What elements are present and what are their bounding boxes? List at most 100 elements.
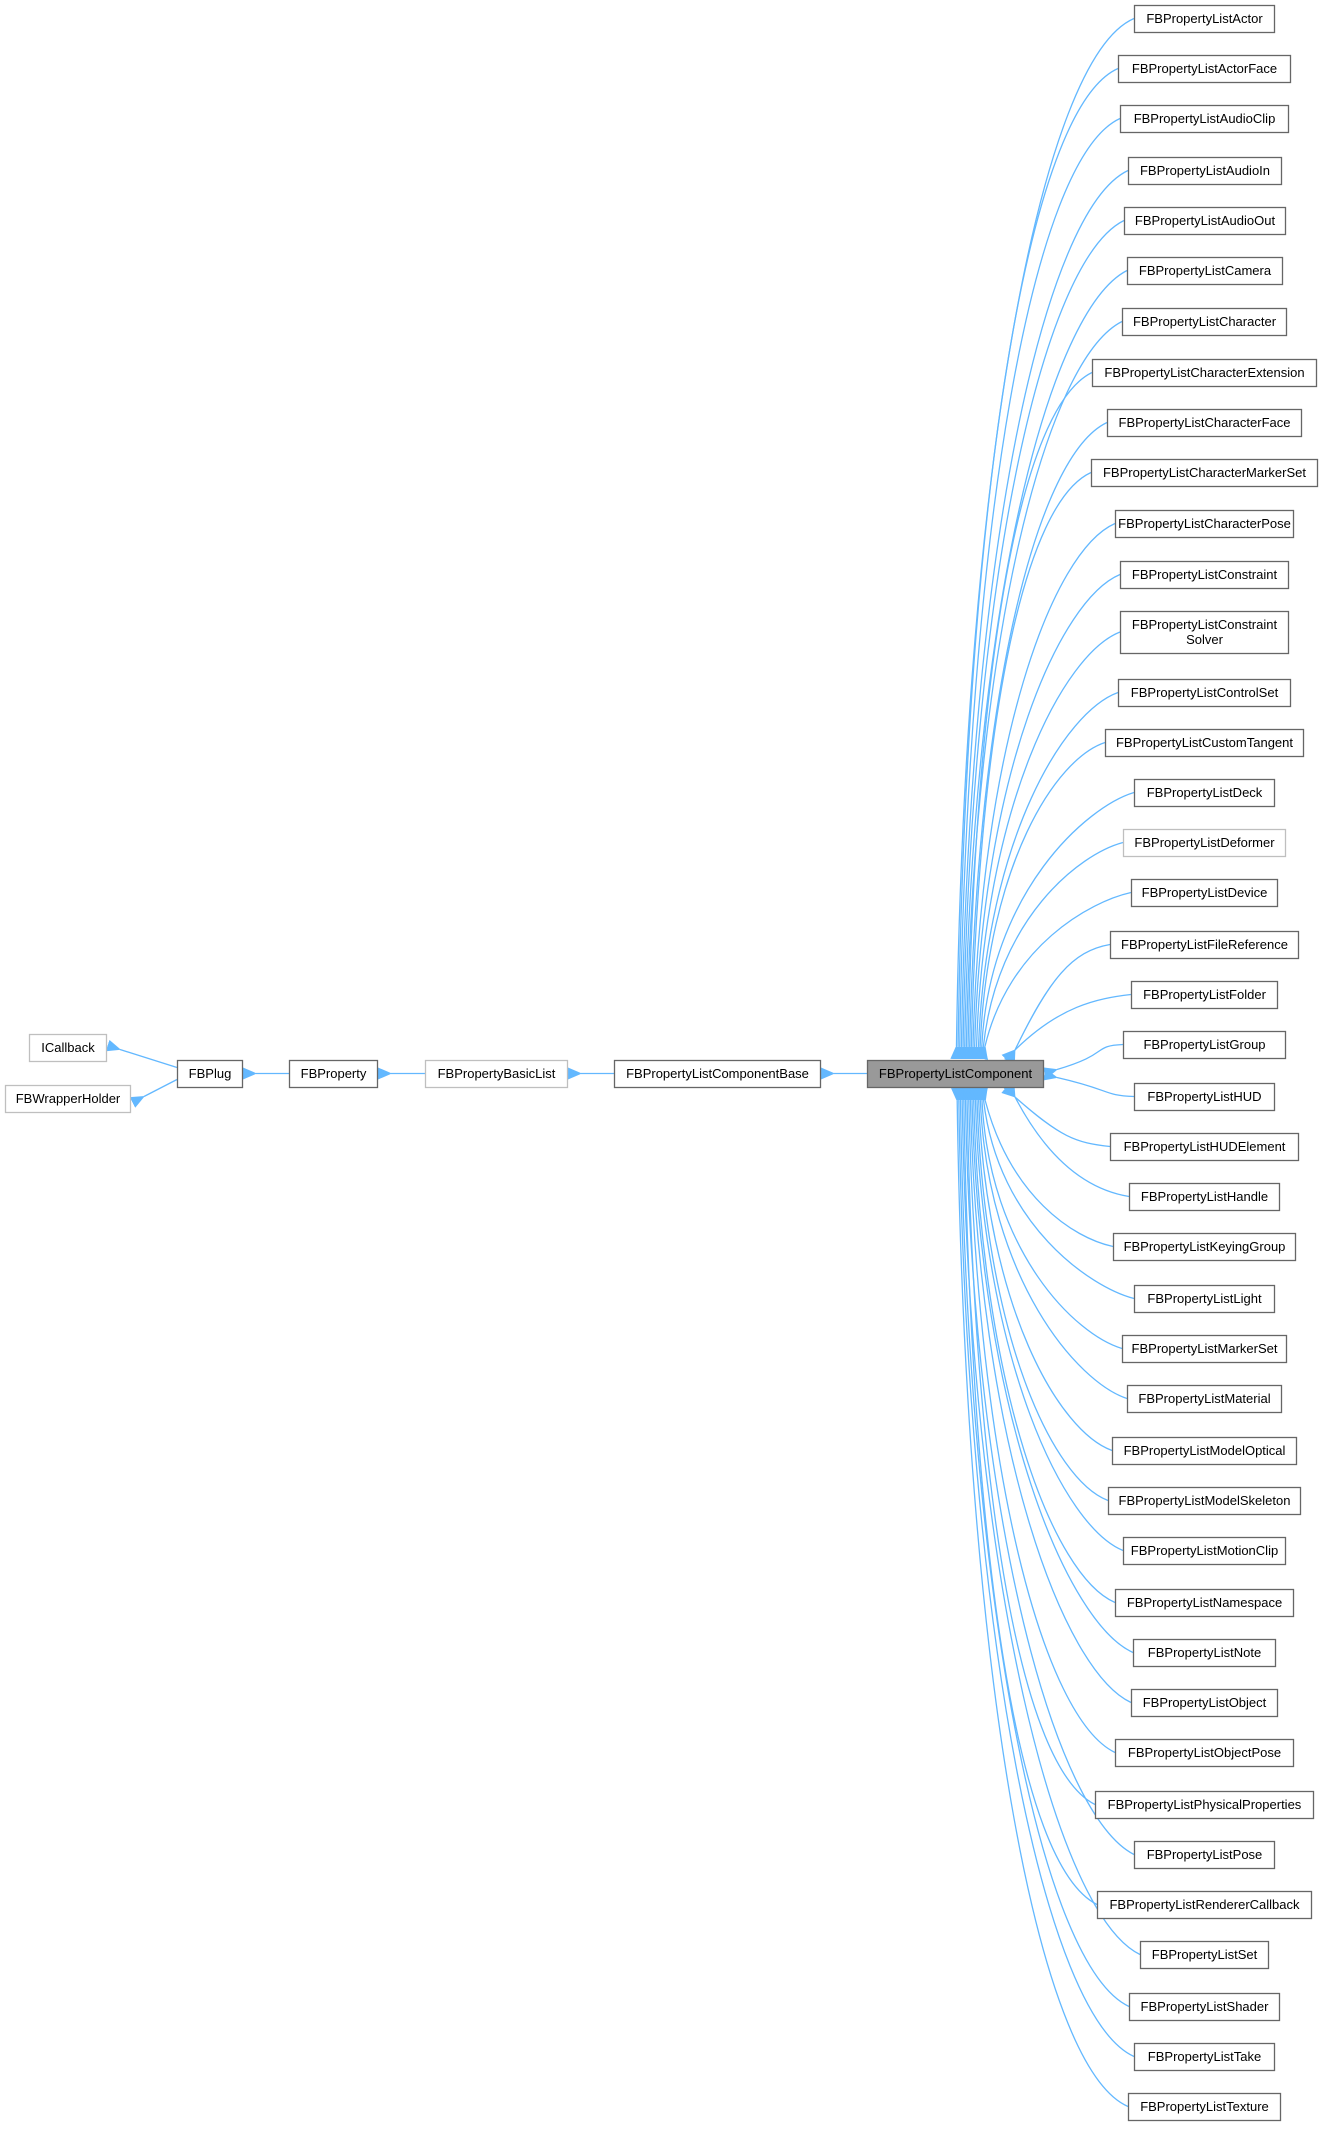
class-node-file-reference[interactable]: FBPropertyListFileReference bbox=[1109, 930, 1300, 960]
class-node-character[interactable]: FBPropertyListCharacter bbox=[1121, 307, 1288, 337]
class-node-light[interactable]: FBPropertyListLight bbox=[1133, 1284, 1276, 1314]
class-node-character-face[interactable]: FBPropertyListCharacterFace bbox=[1106, 408, 1303, 438]
class-node-audio-in[interactable]: FBPropertyListAudioIn bbox=[1127, 156, 1283, 186]
class-node-take[interactable]: FBPropertyListTake bbox=[1133, 2042, 1276, 2072]
class-node-hudelement-label: FBPropertyListHUDElement bbox=[1124, 1139, 1286, 1154]
class-node-actor-face-label: FBPropertyListActorFace bbox=[1132, 61, 1277, 76]
class-node-object-pose-label: FBPropertyListObjectPose bbox=[1128, 1745, 1281, 1760]
class-node-folder-label: FBPropertyListFolder bbox=[1143, 987, 1266, 1002]
edge-class-node-folder-to-focus bbox=[1001, 993, 1132, 1064]
class-node-physical-properties-label: FBPropertyListPhysicalProperties bbox=[1108, 1797, 1302, 1812]
class-node-object[interactable]: FBPropertyListObject bbox=[1130, 1688, 1279, 1718]
class-node-model-optical[interactable]: FBPropertyListModelOptical bbox=[1111, 1436, 1298, 1466]
class-node-character-face-box bbox=[1106, 408, 1303, 438]
class-node-camera[interactable]: FBPropertyListCamera bbox=[1126, 256, 1284, 286]
class-node-texture[interactable]: FBPropertyListTexture bbox=[1127, 2092, 1282, 2122]
class-node-renderer-callback-label: FBPropertyListRendererCallback bbox=[1109, 1897, 1300, 1912]
class-node-fbpropertybasiclist-box bbox=[424, 1059, 569, 1089]
class-node-camera-label: FBPropertyListCamera bbox=[1139, 263, 1272, 278]
class-node-file-reference-box bbox=[1109, 930, 1300, 960]
class-node-actor-face-box bbox=[1117, 54, 1292, 84]
edge-class-node-file-reference-to-focus bbox=[1003, 943, 1111, 1065]
class-node-handle[interactable]: FBPropertyListHandle bbox=[1128, 1182, 1281, 1212]
class-node-note[interactable]: FBPropertyListNote bbox=[1132, 1638, 1277, 1668]
edge-class-node-object-to-focus bbox=[964, 1087, 1132, 1704]
class-node-take-box bbox=[1133, 2042, 1276, 2072]
edge-class-node-actor-face-to-focus bbox=[951, 67, 1119, 1060]
nodes-layer: FBPropertyListActorFBPropertyListActorFa… bbox=[4, 4, 1319, 2122]
class-node-fbpropertylistcomponentbase-box bbox=[613, 1059, 822, 1089]
edge-class-node-shader-to-focus bbox=[954, 1087, 1130, 2008]
edge-class-node-handle-to-focus bbox=[1003, 1082, 1130, 1198]
class-node-audio-clip[interactable]: FBPropertyListAudioClip bbox=[1119, 104, 1290, 134]
class-node-pose[interactable]: FBPropertyListPose bbox=[1133, 1840, 1276, 1870]
class-node-note-label: FBPropertyListNote bbox=[1148, 1645, 1261, 1660]
class-node-file-reference-label: FBPropertyListFileReference bbox=[1121, 937, 1288, 952]
class-node-control-set[interactable]: FBPropertyListControlSet bbox=[1117, 678, 1292, 708]
class-node-marker-set[interactable]: FBPropertyListMarkerSet bbox=[1121, 1334, 1288, 1364]
edge-class-node-set-to-focus bbox=[955, 1087, 1141, 1956]
class-node-object-pose[interactable]: FBPropertyListObjectPose bbox=[1114, 1738, 1295, 1768]
class-node-group-box bbox=[1122, 1030, 1287, 1060]
class-node-object-box bbox=[1130, 1688, 1279, 1718]
class-node-focus-fbpropertylistcomponent[interactable]: FBPropertyListComponent bbox=[866, 1059, 1045, 1089]
edge-class-node-hud-to-focus bbox=[1042, 1068, 1135, 1098]
edge-class-node-character-face-to-focus bbox=[963, 421, 1108, 1060]
class-node-character-marker-set[interactable]: FBPropertyListCharacterMarkerSet bbox=[1090, 458, 1319, 488]
class-node-keying-group[interactable]: FBPropertyListKeyingGroup bbox=[1112, 1232, 1297, 1262]
edge-class-node-constraint-to-focus bbox=[968, 573, 1121, 1060]
class-node-character-label: FBPropertyListCharacter bbox=[1133, 314, 1277, 329]
class-node-group[interactable]: FBPropertyListGroup bbox=[1122, 1030, 1287, 1060]
class-node-material[interactable]: FBPropertyListMaterial bbox=[1126, 1384, 1283, 1414]
edge-class-node-audio-in-to-focus bbox=[955, 169, 1129, 1060]
class-node-actor-face[interactable]: FBPropertyListActorFace bbox=[1117, 54, 1292, 84]
class-node-fbproperty-label: FBProperty bbox=[301, 1066, 367, 1081]
edge-class-node-audio-out-to-focus bbox=[956, 219, 1125, 1060]
class-node-shader[interactable]: FBPropertyListShader bbox=[1128, 1992, 1281, 2022]
class-node-note-box bbox=[1132, 1638, 1277, 1668]
class-node-device[interactable]: FBPropertyListDevice bbox=[1130, 878, 1279, 908]
class-node-shader-label: FBPropertyListShader bbox=[1141, 1999, 1270, 2014]
class-node-motion-clip[interactable]: FBPropertyListMotionClip bbox=[1122, 1536, 1287, 1566]
class-node-constraint-solver-label: Solver bbox=[1186, 632, 1224, 647]
class-node-audio-in-label: FBPropertyListAudioIn bbox=[1140, 163, 1270, 178]
class-node-set[interactable]: FBPropertyListSet bbox=[1139, 1940, 1270, 1970]
class-node-renderer-callback[interactable]: FBPropertyListRendererCallback bbox=[1096, 1890, 1313, 1920]
class-node-audio-out[interactable]: FBPropertyListAudioOut bbox=[1123, 206, 1287, 236]
class-node-character-pose[interactable]: FBPropertyListCharacterPose bbox=[1114, 509, 1295, 539]
class-node-physical-properties-box bbox=[1094, 1790, 1315, 1820]
edge-fbplug-to-fbwrapperholder bbox=[129, 1078, 178, 1108]
class-node-hud[interactable]: FBPropertyListHUD bbox=[1133, 1082, 1276, 1112]
class-node-object-label: FBPropertyListObject bbox=[1143, 1695, 1267, 1710]
class-node-fbplug[interactable]: FBPlug bbox=[176, 1059, 244, 1089]
class-node-focus-fbpropertylistcomponent-box bbox=[866, 1059, 1045, 1089]
class-node-light-box bbox=[1133, 1284, 1276, 1314]
class-node-light-label: FBPropertyListLight bbox=[1147, 1291, 1262, 1306]
class-node-deck[interactable]: FBPropertyListDeck bbox=[1133, 778, 1276, 808]
class-node-fbpropertylistcomponentbase[interactable]: FBPropertyListComponentBase bbox=[613, 1059, 822, 1089]
class-node-handle-label: FBPropertyListHandle bbox=[1141, 1189, 1268, 1204]
class-node-constraint[interactable]: FBPropertyListConstraint bbox=[1119, 560, 1290, 590]
edge-class-node-note-to-focus bbox=[965, 1087, 1134, 1654]
class-node-hudelement-box bbox=[1109, 1132, 1300, 1162]
class-node-namespace-label: FBPropertyListNamespace bbox=[1127, 1595, 1282, 1610]
class-node-model-optical-box bbox=[1111, 1436, 1298, 1466]
edge-class-node-audio-clip-to-focus bbox=[953, 117, 1121, 1060]
class-node-physical-properties[interactable]: FBPropertyListPhysicalProperties bbox=[1094, 1790, 1315, 1820]
class-node-motion-clip-label: FBPropertyListMotionClip bbox=[1131, 1543, 1278, 1558]
class-node-character-box bbox=[1121, 307, 1288, 337]
class-node-custom-tangent[interactable]: FBPropertyListCustomTangent bbox=[1104, 728, 1305, 758]
class-node-character-extension[interactable]: FBPropertyListCharacterExtension bbox=[1091, 358, 1318, 388]
edge-class-node-light-to-focus bbox=[976, 1087, 1135, 1300]
class-node-hudelement[interactable]: FBPropertyListHUDElement bbox=[1109, 1132, 1300, 1162]
class-node-namespace[interactable]: FBPropertyListNamespace bbox=[1114, 1588, 1295, 1618]
class-node-actor[interactable]: FBPropertyListActor bbox=[1133, 4, 1276, 34]
class-node-control-set-box bbox=[1117, 678, 1292, 708]
class-node-folder[interactable]: FBPropertyListFolder bbox=[1130, 980, 1279, 1010]
class-node-model-skeleton[interactable]: FBPropertyListModelSkeleton bbox=[1107, 1486, 1302, 1516]
class-node-fbproperty[interactable]: FBProperty bbox=[288, 1059, 379, 1089]
class-node-pose-label: FBPropertyListPose bbox=[1147, 1847, 1263, 1862]
edge-class-node-keying-group-to-focus bbox=[976, 1086, 1114, 1248]
